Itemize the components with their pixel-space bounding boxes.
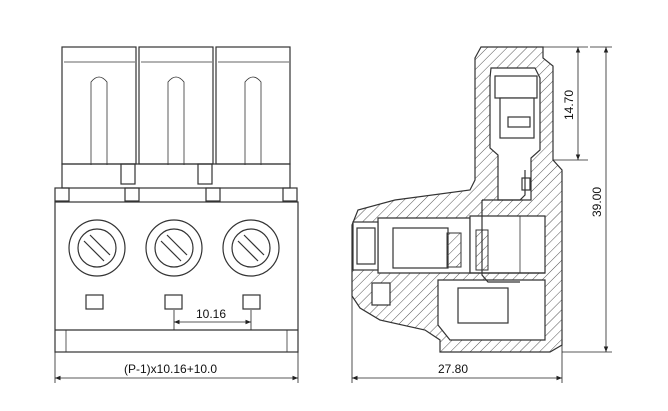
front-body [54, 201, 299, 353]
screw-3 [222, 219, 280, 277]
plug-fingers [61, 46, 291, 165]
depth-label: 27.80 [438, 362, 468, 376]
height-dimension: 39.00 [562, 46, 612, 353]
plug-height-label: 14.70 [562, 90, 576, 120]
screw-2 [145, 219, 203, 277]
height-label: 39.00 [590, 187, 604, 217]
depth-dimension: 27.80 [351, 296, 563, 383]
pitch-label: 10.16 [196, 307, 226, 321]
screw-1 [68, 219, 126, 277]
test-hole-2 [164, 294, 183, 310]
test-hole-3 [242, 294, 261, 310]
front-view: 10.16 (P-1)x10.16+10.0 [54, 46, 299, 383]
latch-band [61, 163, 291, 189]
side-section-view: 27.80 14.70 39.00 [351, 46, 612, 383]
plug-height-dimension: 14.70 [543, 46, 588, 161]
pitch-dimension: 10.16 [173, 307, 252, 330]
test-hole-1 [85, 294, 104, 310]
width-dimension: (P-1)x10.16+10.0 [54, 352, 299, 383]
width-label: (P-1)x10.16+10.0 [124, 362, 217, 376]
